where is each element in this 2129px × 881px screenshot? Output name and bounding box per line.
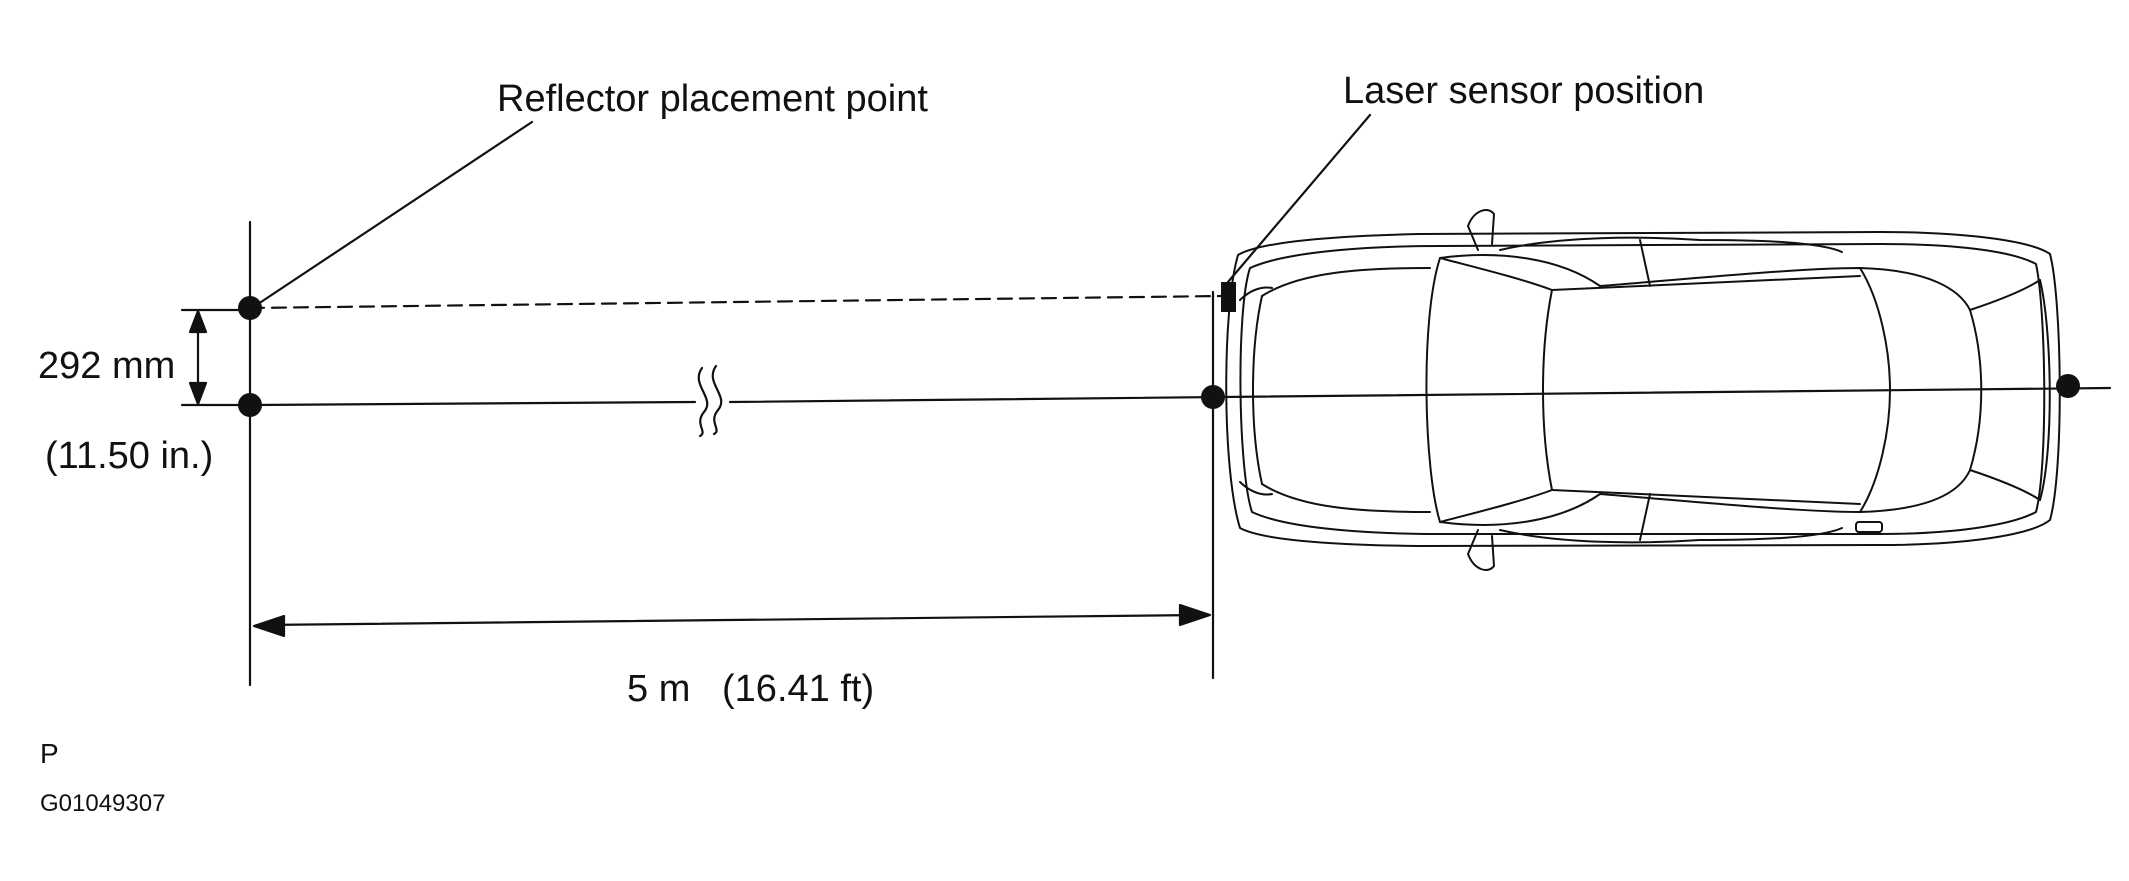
center-line-right [728,386,2112,404]
distance-label: 5 m (16.41 ft) [627,668,875,710]
distance-dimension [252,603,1212,638]
laser-sensor-label: Laser sensor position [1343,70,1705,112]
vehicle-front-center-point [1201,385,1225,409]
offset-in-label: (11.50 in.) [45,435,214,477]
center-line-left [248,400,697,407]
break-symbol [697,364,723,438]
reflector-center-point [238,393,262,417]
vehicle-top-view [1225,209,2061,571]
reflector-point [238,296,262,320]
offset-mm-label: 292 mm [38,345,176,387]
offset-dimension [180,308,250,407]
reflector-placement-label: Reflector placement point [497,78,928,120]
vehicle-rear-center-point [2056,374,2080,398]
reflector-dashed-line [248,294,1224,310]
sensor-leader-line [1226,113,1372,284]
code-p-label: P [40,738,59,769]
reflector-leader-line [256,120,534,306]
figure-id-label: G01049307 [40,790,166,817]
